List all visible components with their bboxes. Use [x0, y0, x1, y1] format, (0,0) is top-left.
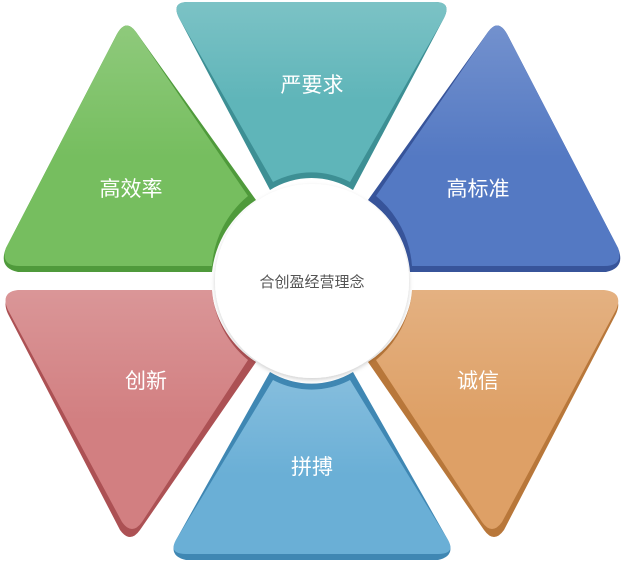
- segment-bottom-gloss: [173, 380, 451, 554]
- segment-upper-left: 高效率: [3, 25, 257, 272]
- center-hub: 合创盈经营理念: [215, 184, 409, 378]
- segment-top: 严要求: [176, 2, 447, 190]
- segment-upper-left-gloss: [4, 25, 248, 266]
- segment-lower-left: 创新: [5, 290, 256, 537]
- segment-lower-left-label: 创新: [125, 369, 167, 393]
- segment-lower-right: 诚信: [368, 290, 619, 537]
- segment-upper-right-label: 高标准: [447, 177, 510, 201]
- segment-upper-right-gloss: [376, 25, 620, 266]
- segment-lower-right-gloss: [376, 290, 619, 529]
- center-label: 合创盈经营理念: [259, 273, 364, 291]
- segment-upper-right: 高标准: [368, 25, 621, 272]
- segment-lower-left-gloss: [5, 290, 248, 529]
- center-circle: [215, 184, 409, 378]
- segment-bottom: 拼搏: [173, 372, 451, 560]
- segment-bottom-label: 拼搏: [291, 455, 333, 479]
- segment-top-label: 严要求: [281, 73, 344, 97]
- segment-upper-left-label: 高效率: [100, 177, 163, 201]
- segment-lower-right-label: 诚信: [457, 369, 499, 393]
- segment-top-gloss: [176, 2, 447, 182]
